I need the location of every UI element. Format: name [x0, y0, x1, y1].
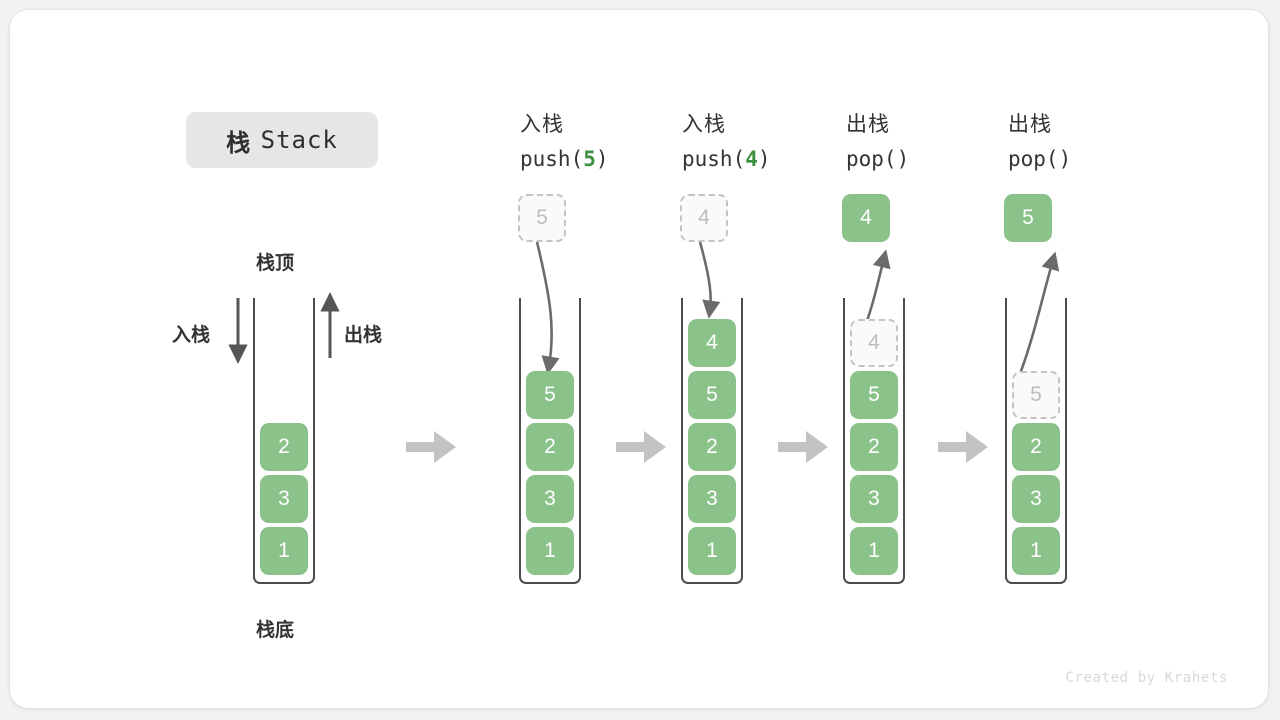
push4-call-arg: 4: [745, 147, 758, 171]
push5-call-suffix: ): [595, 147, 609, 171]
stack-cell: 5: [526, 371, 574, 419]
stack-cell: 2: [850, 423, 898, 471]
floating-cell-push5: 5: [518, 194, 566, 242]
title-chinese: 栈: [226, 129, 251, 157]
flow-arrow-1: [406, 431, 456, 463]
stack-cell: 1: [850, 527, 898, 575]
title-english: Stack: [260, 126, 338, 154]
label-pop-right: 出栈: [344, 325, 383, 346]
flow-arrow-3: [778, 431, 828, 463]
push4-call-suffix: ): [757, 147, 771, 171]
pop5-call-suffix: ): [1058, 147, 1072, 171]
stack-container-initial: [253, 298, 315, 584]
stack-cell: 5: [688, 371, 736, 419]
flow-arrow-4: [938, 431, 988, 463]
stack-cell: 3: [526, 475, 574, 523]
stack-container-pop5: [1005, 298, 1067, 584]
stack-container-push4: [681, 298, 743, 584]
stack-cell: 1: [1012, 527, 1060, 575]
column-header-pop4: 出栈 pop(): [846, 108, 1016, 176]
column-header-pop5: 出栈 pop(): [1008, 108, 1178, 176]
column-header-push4-line1: 入栈: [682, 113, 726, 136]
column-header-push5: 入栈 push(5): [520, 108, 690, 176]
stack-cell: 3: [850, 475, 898, 523]
column-header-push4: 入栈 push(4): [682, 108, 852, 176]
stack-cell: 2: [688, 423, 736, 471]
stack-cell: 1: [526, 527, 574, 575]
column-header-push5-line2: push(5): [520, 142, 690, 176]
pop4-call-suffix: ): [896, 147, 910, 171]
stack-cell: 3: [688, 475, 736, 523]
column-header-pop5-line1: 出栈: [1008, 113, 1052, 136]
column-header-push5-line1: 入栈: [520, 113, 564, 136]
push5-call-prefix: push(: [520, 147, 584, 171]
diagram-canvas: 栈 Stack 栈顶 栈底 入栈 出栈 入栈 push(5) 入栈 push(4…: [10, 10, 1268, 708]
label-stack-top: 栈顶: [256, 253, 295, 274]
stack-cell: 2: [526, 423, 574, 471]
push4-call-prefix: push(: [682, 147, 746, 171]
floating-cell-push4: 4: [680, 194, 728, 242]
floating-cell-pop4: 4: [842, 194, 890, 242]
column-header-push4-line2: push(4): [682, 142, 852, 176]
stack-cell: 5: [850, 371, 898, 419]
label-stack-bottom: 栈底: [256, 620, 295, 641]
stack-cell: 3: [1012, 475, 1060, 523]
pop4-call-prefix: pop(: [846, 147, 897, 171]
stack-cell-ghost: 4: [850, 319, 898, 367]
stack-cell: 3: [260, 475, 308, 523]
stack-cell: 2: [1012, 423, 1060, 471]
stack-container-pop4: [843, 298, 905, 584]
column-header-pop5-line2: pop(): [1008, 142, 1178, 176]
diagram-title: 栈 Stack: [186, 112, 378, 168]
stack-cell: 1: [260, 527, 308, 575]
pop5-call-prefix: pop(: [1008, 147, 1059, 171]
label-push-left: 入栈: [172, 325, 211, 346]
flow-arrow-2: [616, 431, 666, 463]
stack-cell: 4: [688, 319, 736, 367]
push5-call-arg: 5: [583, 147, 596, 171]
stack-cell: 2: [260, 423, 308, 471]
stack-cell-ghost: 5: [1012, 371, 1060, 419]
stack-container-push5: [519, 298, 581, 584]
column-header-pop4-line1: 出栈: [846, 113, 890, 136]
stack-cell: 1: [688, 527, 736, 575]
floating-cell-pop5: 5: [1004, 194, 1052, 242]
watermark-credit: Created by Krahets: [1065, 670, 1228, 686]
column-header-pop4-line2: pop(): [846, 142, 1016, 176]
